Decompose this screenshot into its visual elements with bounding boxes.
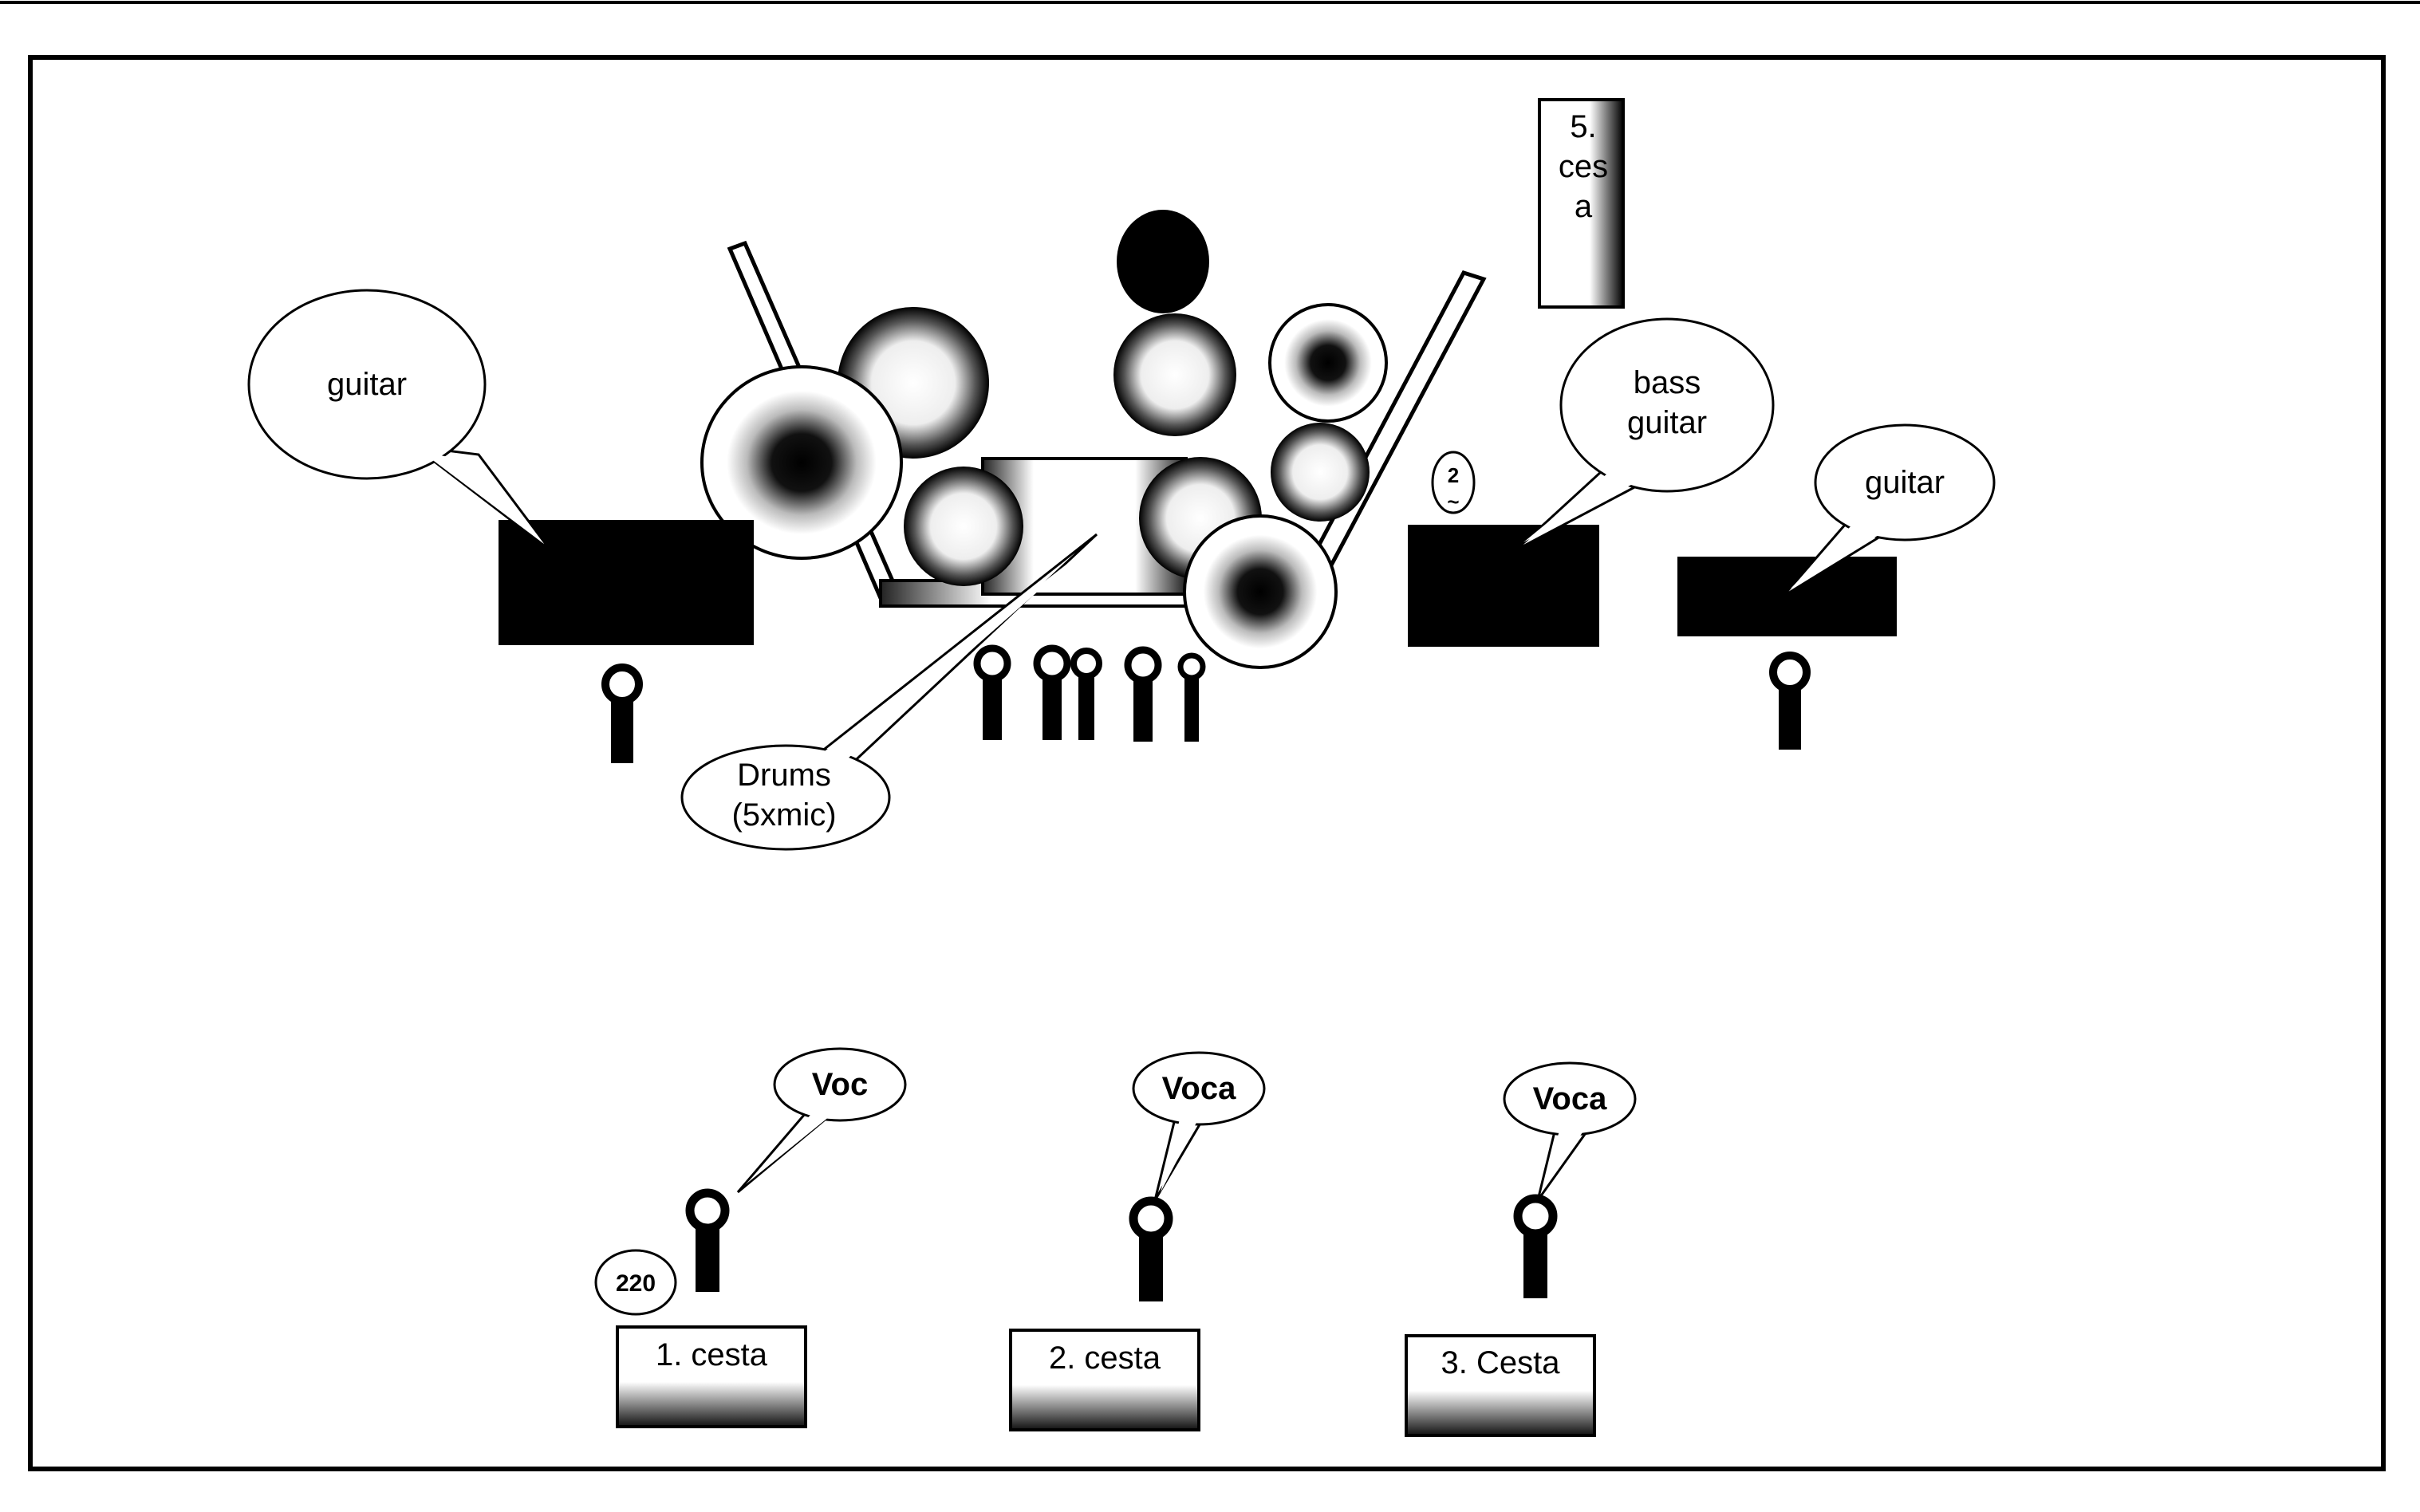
small-2-label: 2 [1448,463,1459,487]
cesta-5-label-line2: ces [1559,149,1608,184]
vocal-1-label: Voc [812,1067,868,1102]
cesta-3-label: 3. Cesta [1441,1345,1561,1380]
cesta-1-box: 1. cesta [616,1325,807,1428]
drum-mic-3-icon [1070,648,1102,740]
drum-mic-2-icon [1033,644,1071,740]
vocal-2-label: Voca [1162,1071,1236,1106]
cesta-2-label: 2. cesta [1049,1341,1161,1376]
cesta-5-label-line3: a [1575,189,1593,224]
guitar-mic-right-icon [1769,652,1811,750]
vocal-mic-1-icon [685,1188,730,1292]
drums-callout: Drums (5xmic) [680,533,1098,851]
drum-mic-4-icon [1124,646,1162,742]
power-220-label: 220 [616,1270,656,1297]
cesta-5-box: 5. ces a [1538,98,1625,309]
cesta-2-box: 2. cesta [1009,1329,1200,1431]
guitar-left-label: guitar [327,367,407,402]
drum-snare-icon [904,467,1023,586]
vocal-mic-2-icon [1129,1196,1173,1301]
vocal-mic-3-icon [1513,1194,1558,1298]
guitar-right-label: guitar [1865,465,1945,500]
small-2b-label: ~ [1447,490,1459,514]
drum-mic-5-icon [1177,652,1206,742]
small-2-badge: 2 ~ [1431,451,1476,514]
vocal-3-callout: Voca [1503,1061,1637,1201]
vocal-2-callout: Voca [1132,1051,1266,1201]
cesta-1-label: 1. cesta [656,1337,768,1372]
bass-label-line1: bass [1634,365,1701,400]
drum-mics [973,644,1206,742]
cymbal-bottom-right-icon [1183,514,1338,669]
cesta-5-label-line1: 5. [1570,109,1596,144]
guitar-mic-left-icon [601,663,643,763]
bass-amp [1408,525,1599,647]
drum-small-tom-icon [1271,423,1370,522]
drums-mic-count-label: (5xmic) [731,797,836,833]
vocal-3-label: Voca [1533,1081,1607,1116]
drum-rack-tom-icon [1113,313,1236,436]
guitar-amp-right [1677,557,1897,636]
stage-frame [28,55,2386,1471]
guitar-left-callout: guitar [247,289,552,552]
drum-kick-icon [1117,210,1209,313]
power-220-badge: 220 [594,1249,677,1316]
vocal-1-callout: Voc [736,1047,907,1194]
cesta-3-box: 3. Cesta [1405,1334,1596,1437]
bass-label-line2: guitar [1627,405,1707,440]
drums-label: Drums [737,758,831,793]
drum-kit [700,210,1487,669]
guitar-right-callout: guitar [1781,423,1996,598]
cymbal-top-right-icon [1268,303,1388,423]
drum-mic-1-icon [973,644,1011,740]
bass-callout: bass guitar [1514,317,1775,552]
cymbal-left-icon [700,365,903,560]
